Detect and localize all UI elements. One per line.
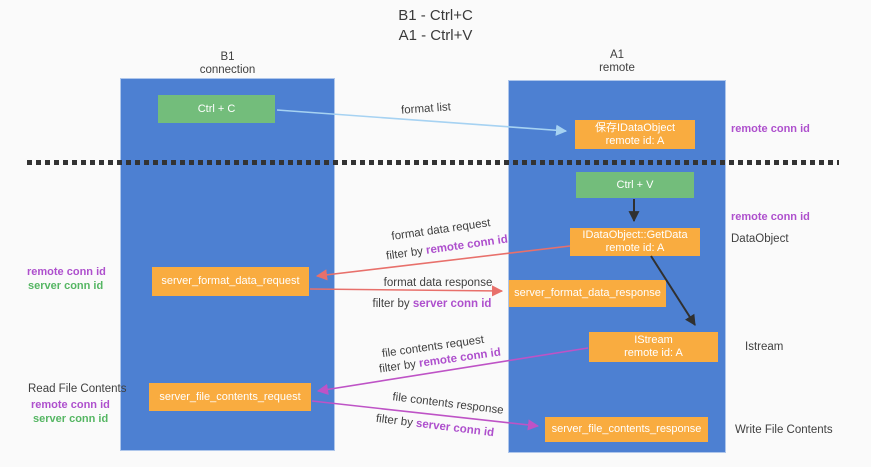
box-server-file-contents-request-label: server_file_contents_request <box>159 390 301 403</box>
annotation-server-conn-id-left-bottom: server conn id <box>33 413 109 425</box>
box-server-file-contents-request: server_file_contents_request <box>149 383 311 411</box>
box-save-idataobject-line2: remote id: A <box>605 134 665 147</box>
filter-prefix: filter by <box>378 357 420 376</box>
arrow-format-data-response <box>309 285 504 297</box>
box-ctrl-v-label: Ctrl + V <box>616 178 654 191</box>
box-idataobject-getdata-line2: remote id: A <box>605 242 665 254</box>
title-line-2: A1 - Ctrl+V <box>398 27 473 44</box>
box-ctrl-c: Ctrl + C <box>158 95 275 123</box>
lifeline-right-role: remote <box>599 62 635 74</box>
filter-prefix: filter by <box>375 412 417 430</box>
lifeline-header-left: B1 connection <box>120 51 335 77</box>
annotation-server-conn-id-left-top: server conn id <box>28 280 104 292</box>
message-label-format-list: format list <box>400 101 452 117</box>
message-label-format-data-response: format data response <box>383 277 493 289</box>
box-server-format-data-request: server_format_data_request <box>152 267 309 296</box>
box-server-format-data-request-label: server_format_data_request <box>161 275 300 287</box>
filter-key: server conn id <box>412 298 492 310</box>
filter-prefix: filter by <box>385 244 427 263</box>
box-istream-line2: remote id: A <box>624 347 683 359</box>
title-line-1: B1 - Ctrl+C <box>398 7 473 24</box>
filter-key: remote conn id <box>425 233 509 257</box>
lifeline-right-name: A1 <box>609 49 625 61</box>
box-save-idataobject-line1: 保存IDataObject <box>594 121 676 134</box>
diagram-title: B1 - Ctrl+C A1 - Ctrl+V <box>0 6 871 46</box>
box-istream: IStream remote id: A <box>589 332 718 362</box>
message-label-file-contents-response: file contents response <box>391 391 505 417</box>
box-server-file-contents-response-label: server_file_contents_response <box>551 423 702 435</box>
message-filter-file-contents-response: filter by server conn id <box>375 413 494 439</box>
lifeline-header-right: A1 remote <box>508 49 726 75</box>
annotation-read-file-contents: Read File Contents <box>28 383 127 395</box>
box-server-format-data-response: server_format_data_response <box>509 280 666 307</box>
annotation-remote-conn-id-left-bottom: remote conn id <box>31 399 110 411</box>
annotation-istream: Istream <box>745 341 784 353</box>
message-filter-format-data-response: filter by server conn id <box>373 298 492 310</box>
annotation-remote-conn-id-top-right: remote conn id <box>731 123 810 135</box>
filter-key: server conn id <box>415 417 495 440</box>
filter-prefix: filter by <box>372 298 413 310</box>
box-server-format-data-response-label: server_format_data_response <box>514 287 661 299</box>
box-ctrl-c-label: Ctrl + C <box>197 102 236 115</box>
box-ctrl-v: Ctrl + V <box>576 172 694 198</box>
annotation-remote-conn-id-mid-right: remote conn id <box>731 211 810 223</box>
box-server-file-contents-response: server_file_contents_response <box>545 417 708 442</box>
phase-separator-dashed-line <box>27 160 839 165</box>
lifeline-left-name: B1 <box>220 51 235 63</box>
annotation-write-file-contents: Write File Contents <box>735 424 833 436</box>
lifeline-left-role: connection <box>199 64 256 76</box>
annotation-remote-conn-id-left-top: remote conn id <box>27 266 106 278</box>
box-idataobject-getdata-line1: IDataObject::GetData <box>582 229 688 241</box>
annotation-dataobject: DataObject <box>731 233 789 245</box>
box-idataobject-getdata: IDataObject::GetData remote id: A <box>570 228 700 256</box>
box-save-idataobject: 保存IDataObject remote id: A <box>575 120 695 149</box>
box-istream-line1: IStream <box>634 334 673 346</box>
